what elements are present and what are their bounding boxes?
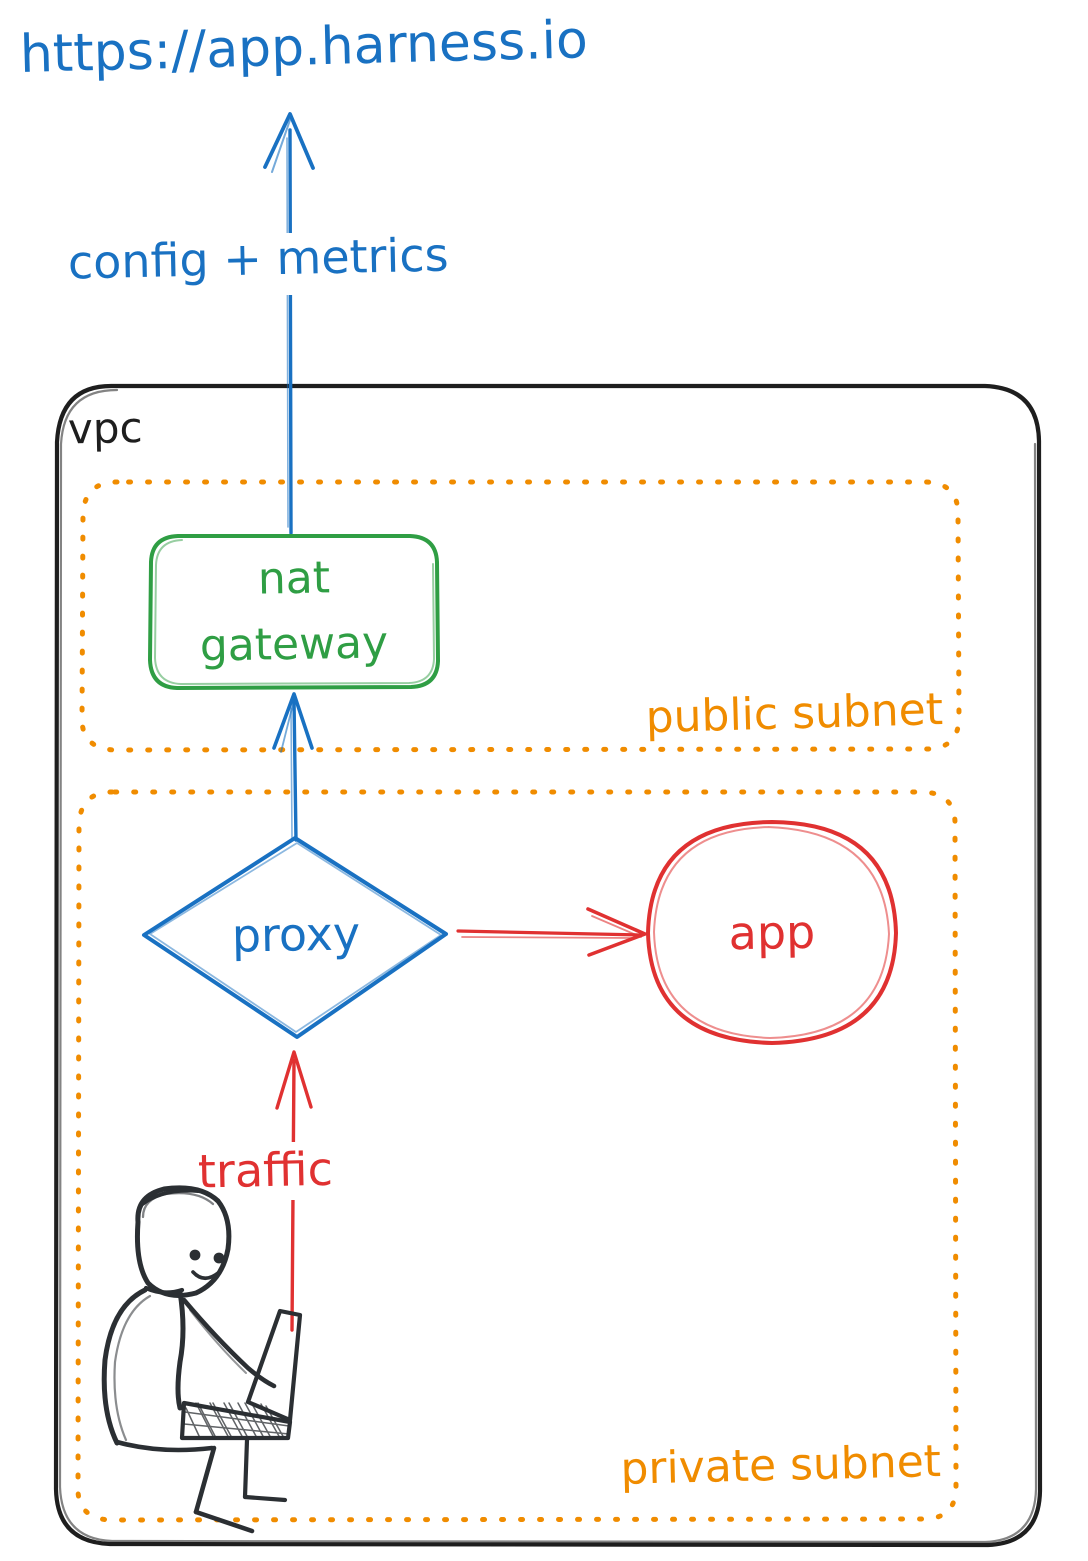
app-label: app	[728, 905, 816, 961]
svg-text:traffic: traffic	[197, 1142, 333, 1199]
node-user-stick-figure[interactable]	[101, 1185, 303, 1534]
edge-nat-gateway-to-harness[interactable]	[263, 112, 315, 535]
edge-label-config-metrics: config + metrics	[60, 228, 515, 295]
edge-label-traffic: traffic	[195, 1142, 390, 1200]
svg-text:config + metrics: config + metrics	[67, 228, 449, 290]
vpc-label: vpc	[67, 403, 143, 454]
eye-right	[213, 1252, 225, 1264]
private-subnet-container[interactable]: private subnet	[75, 789, 959, 1523]
public-subnet-container[interactable]: public subnet	[79, 479, 962, 753]
eye-left	[189, 1249, 201, 1261]
nat-gateway-label-line2: gateway	[199, 617, 388, 671]
vpc-container[interactable]: vpc	[53, 383, 1043, 1548]
private-subnet-label: private subnet	[620, 1436, 942, 1495]
nat-gateway-label-line1: nat	[257, 552, 330, 604]
proxy-label: proxy	[231, 906, 360, 962]
edge-proxy-to-nat-gateway[interactable]	[272, 692, 314, 842]
node-nat-gateway[interactable]: nat gateway	[148, 534, 440, 690]
public-subnet-label: public subnet	[645, 684, 944, 743]
external-endpoint-label[interactable]: https://app.harness.io	[19, 10, 588, 85]
laptop-keyboard-hatch	[183, 1402, 290, 1439]
edge-proxy-to-app[interactable]	[456, 907, 647, 957]
node-app[interactable]: app	[646, 820, 898, 1045]
node-proxy[interactable]: proxy	[142, 836, 448, 1039]
